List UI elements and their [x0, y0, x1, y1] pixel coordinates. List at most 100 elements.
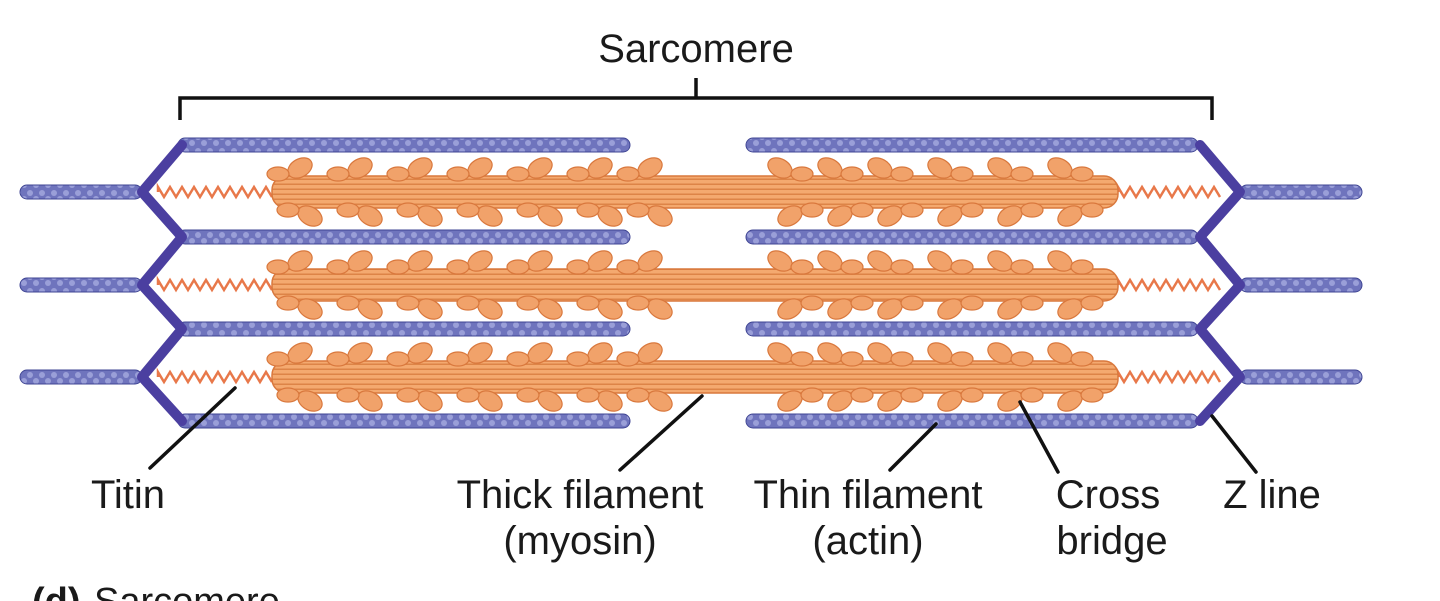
cross-bridge-head: [800, 202, 824, 218]
cross-bridge-head: [456, 387, 480, 403]
cross-bridge-head: [336, 387, 360, 403]
titin-leader: [148, 386, 237, 470]
cross-bridge-head: [396, 387, 420, 403]
cross-bridge-head: [266, 259, 290, 275]
cross-bridge-head: [456, 295, 480, 311]
cross-bridge-head: [1070, 351, 1094, 367]
cross-bridge-head: [850, 387, 874, 403]
cross-bridge-head: [446, 351, 470, 367]
cross-bridge-head: [386, 259, 410, 275]
z-line-label: Z line: [1223, 473, 1321, 517]
thin-filament-label: Thin filament: [754, 473, 983, 517]
cross-bridge-head: [790, 351, 814, 367]
titin-spring-left: [156, 182, 274, 200]
cross-bridge-head: [576, 295, 600, 311]
cross-bridge-head: [950, 259, 974, 275]
cross-bridge-head: [626, 202, 650, 218]
cross-bridge-head: [1070, 166, 1094, 182]
titin-spring-right: [1116, 367, 1222, 385]
cross-bridge-head: [800, 387, 824, 403]
cross-bridge-head: [326, 351, 350, 367]
cross-bridge-head: [900, 202, 924, 218]
cross-bridge-head: [840, 259, 864, 275]
cross-bridge-head: [850, 202, 874, 218]
thin-filament-outer-right: [1239, 184, 1363, 200]
cross-bridge-head: [960, 202, 984, 218]
zline-layer: [137, 140, 1245, 426]
thin-filament-sublabel: (actin): [812, 519, 923, 563]
cross-bridge-head: [266, 351, 290, 367]
cross-bridge-head: [396, 295, 420, 311]
cross-bridge-head: [616, 351, 640, 367]
cross-bridge-head: [506, 166, 530, 182]
cross-bridge-head: [1070, 259, 1094, 275]
cross-bridge-head: [506, 259, 530, 275]
thick-filament: [271, 175, 1119, 209]
cross-bridge-leader: [1018, 400, 1060, 474]
cross-bridge-head: [840, 351, 864, 367]
titin-layer: [156, 182, 1222, 385]
cross-bridge-head: [1010, 259, 1034, 275]
cross-bridge-head: [576, 202, 600, 218]
cross-bridge-head: [1080, 202, 1104, 218]
cross-bridge-head: [626, 295, 650, 311]
cross-bridge-head: [276, 295, 300, 311]
thick-filament: [271, 268, 1119, 302]
cross-bridge-head: [1020, 202, 1044, 218]
cross-bridge-head: [1080, 387, 1104, 403]
z-line-right: [1195, 140, 1245, 426]
thick-filament-sublabel: (myosin): [503, 519, 656, 563]
cross-bridge-head: [566, 351, 590, 367]
cross-bridge-head: [446, 166, 470, 182]
cross-bridge-sublabel: bridge: [1056, 519, 1167, 563]
cross-bridge-head: [446, 259, 470, 275]
titin-spring-left: [156, 275, 274, 293]
thin-filament-left: [177, 413, 631, 429]
cross-bridge-head: [566, 259, 590, 275]
cross-bridge-head: [506, 351, 530, 367]
cross-bridge-head: [850, 295, 874, 311]
cross-bridge-head: [266, 166, 290, 182]
myosin-layer: [266, 157, 1119, 412]
thin-filament-outer-right: [1239, 369, 1363, 385]
cross-bridge-head: [950, 351, 974, 367]
z-line-left: [137, 140, 187, 426]
cross-bridge-head: [516, 295, 540, 311]
thick-filament-leader: [618, 394, 704, 472]
cross-bridge-head: [576, 387, 600, 403]
cross-bridge-head: [336, 295, 360, 311]
thin-filament-right: [745, 137, 1199, 153]
cross-bridge-head: [960, 387, 984, 403]
thin-filament-left: [177, 137, 631, 153]
cross-bridge-head: [616, 166, 640, 182]
thin-filament-right: [745, 321, 1199, 337]
cross-bridge-head: [890, 351, 914, 367]
cross-bridge-head: [790, 259, 814, 275]
thin-filament-outer-left: [19, 369, 143, 385]
cross-bridge-head: [1080, 295, 1104, 311]
figure-caption-tag: (d): [32, 581, 81, 601]
cross-bridge-head: [386, 351, 410, 367]
cross-bridge-head: [516, 202, 540, 218]
figure-caption-text: Sarcomere: [94, 581, 280, 601]
thin-filament-left: [177, 321, 631, 337]
thin-filament-right: [745, 413, 1199, 429]
cross-bridge-head: [456, 202, 480, 218]
cross-bridge-head: [326, 166, 350, 182]
cross-bridge-head: [566, 166, 590, 182]
cross-bridge-head: [276, 202, 300, 218]
cross-bridge-head: [1010, 166, 1034, 182]
cross-bridge-head: [1010, 351, 1034, 367]
z-line-leader: [1210, 414, 1258, 474]
titin-spring-right: [1116, 275, 1222, 293]
cross-bridge-head: [840, 166, 864, 182]
cross-bridge-head: [516, 387, 540, 403]
thin-filament-outer-left: [19, 277, 143, 293]
sarcomere-bracket: [178, 78, 1214, 120]
thin-filament-outer-left: [19, 184, 143, 200]
cross-bridge-head: [790, 166, 814, 182]
titin-label: Titin: [91, 473, 165, 517]
titin-spring-left: [156, 367, 274, 385]
cross-bridge-head: [396, 202, 420, 218]
